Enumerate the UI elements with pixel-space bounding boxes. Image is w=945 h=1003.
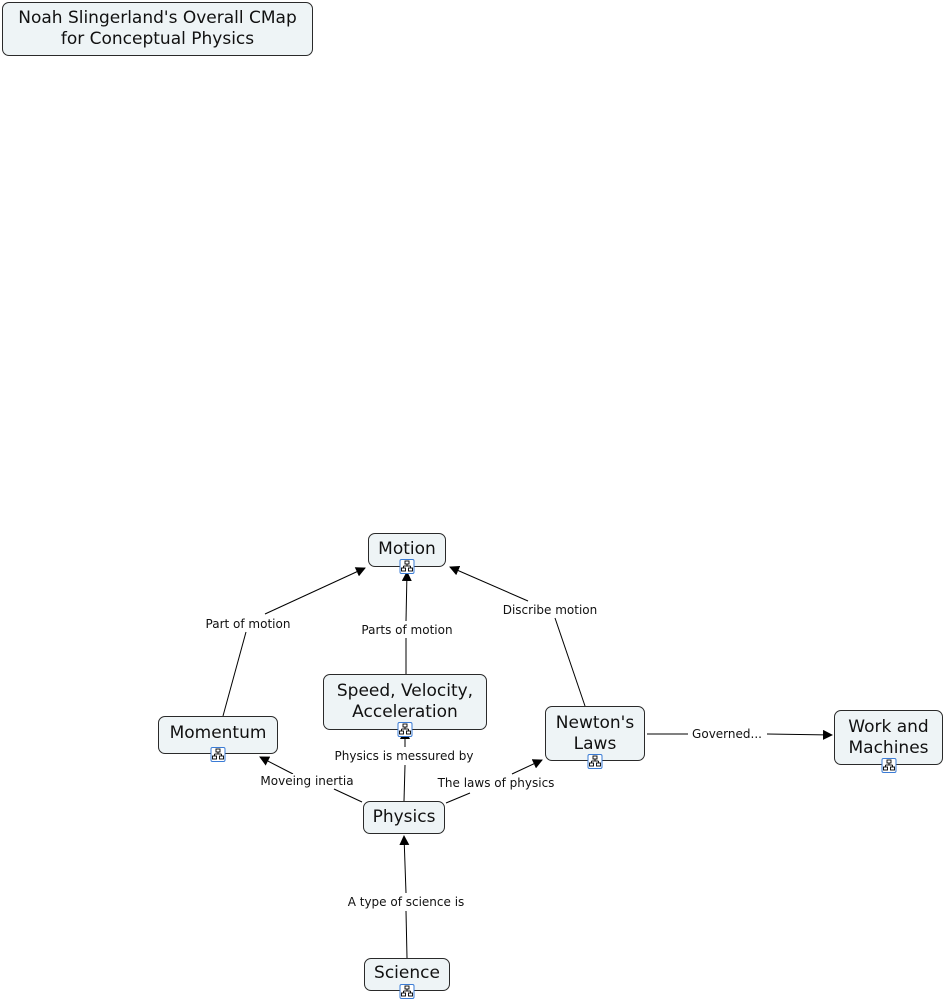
link-parts-of-motion: Parts of motion: [360, 623, 454, 637]
link-moveing-inertia: Moveing inertia: [259, 774, 355, 788]
connector-label-work: [766, 729, 833, 740]
connector-physics-label-momentum: [333, 788, 363, 803]
connector-label-motion-2: [401, 571, 412, 622]
concept-map-link-icon[interactable]: [399, 984, 415, 999]
link-discribe-motion: Discribe motion: [501, 603, 599, 617]
concept-speed-velocity-acceleration[interactable]: Speed, Velocity, Acceleration: [323, 674, 487, 730]
link-part-of-motion: Part of motion: [204, 617, 292, 631]
connector-science-label: [405, 910, 408, 959]
concept-physics[interactable]: Physics: [363, 801, 445, 834]
connector-label-newton: [511, 759, 543, 775]
concept-map-link-icon[interactable]: [397, 722, 413, 737]
connector-momentum-label: [222, 631, 247, 717]
connector-label-physics: [399, 835, 410, 894]
concept-map-link-icon[interactable]: [881, 758, 897, 773]
connector-label-motion: [264, 567, 366, 615]
connector-physics-label-speed: [403, 764, 406, 802]
connector-physics-label-newton: [445, 792, 471, 804]
concept-map-link-icon[interactable]: [210, 747, 226, 762]
concept-newtons-laws[interactable]: Newton's Laws: [545, 706, 645, 761]
concept-work-and-machines[interactable]: Work and Machines: [834, 710, 943, 765]
concept-motion[interactable]: Motion: [368, 533, 446, 567]
link-laws-of-physics: The laws of physics: [436, 776, 556, 790]
connector-newton-label: [554, 617, 586, 707]
concept-map-link-icon[interactable]: [399, 559, 415, 574]
link-governed: Governed...: [691, 727, 763, 741]
map-title: Noah Slingerland's Overall CMap for Conc…: [2, 2, 313, 56]
concept-map-link-icon[interactable]: [587, 754, 603, 769]
link-type-of-science: A type of science is: [346, 895, 466, 909]
link-physics-messured-by: Physics is messured by: [333, 749, 475, 763]
connector-label-motion-3: [449, 566, 529, 602]
connector-label-momentum: [259, 756, 294, 775]
